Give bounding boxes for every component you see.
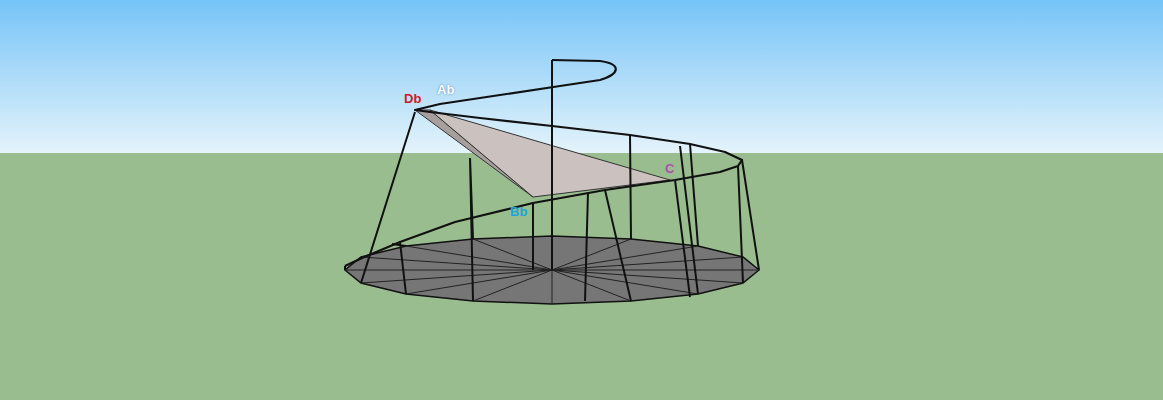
point-label: C [665,161,674,176]
spiral [345,60,742,266]
point-label: Ab [437,82,454,97]
triangle-face [430,110,670,197]
point-label: Bb [510,204,527,219]
central-pole [551,60,553,270]
point-label: Db [404,91,421,106]
